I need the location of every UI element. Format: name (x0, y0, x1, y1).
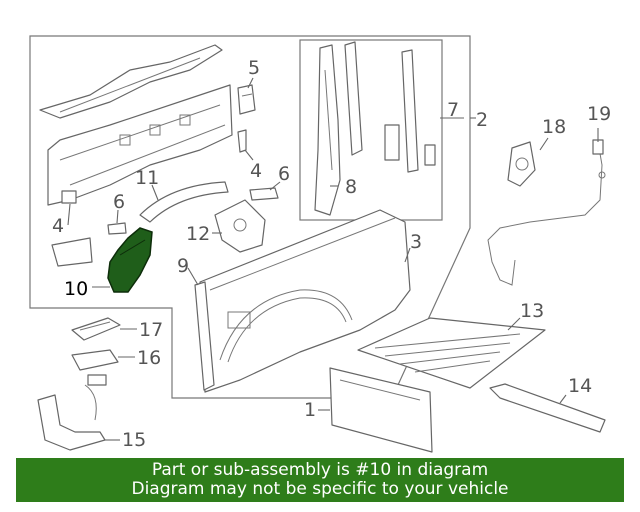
pillar-part-7a (344, 41, 363, 156)
cross-sill-part-14 (489, 383, 606, 433)
callout-17: 17 (139, 319, 163, 341)
callout-15: 15 (122, 429, 146, 451)
info-banner: Part or sub-assembly is #10 in diagram D… (16, 458, 624, 502)
step-part-16 (71, 349, 119, 386)
callout-6b: 6 (113, 191, 125, 213)
callout-13: 13 (520, 300, 544, 322)
lower-bracket-part (51, 237, 93, 267)
bracket-part-5 (237, 84, 256, 115)
pillar-part-9 (194, 281, 215, 391)
callout-7: 7 (447, 99, 459, 121)
callout-12: 12 (186, 223, 210, 245)
banner-line-1: Part or sub-assembly is #10 in diagram (151, 460, 489, 480)
banner-line-2: Diagram may not be specific to your vehi… (131, 479, 509, 499)
callout-4b: 4 (52, 215, 64, 237)
callout-2: 2 (476, 109, 488, 131)
lamp-part-18 (507, 141, 536, 187)
clip-part-4a (237, 129, 247, 153)
callout-19: 19 (587, 103, 611, 125)
callout-14: 14 (568, 375, 592, 397)
pillar-part-8 (314, 44, 341, 216)
pad-part-6a (249, 187, 279, 201)
harness-part-19 (487, 139, 606, 286)
callout-3: 3 (410, 231, 422, 253)
callout-5: 5 (248, 57, 260, 79)
box-side-panel-part-3 (199, 209, 411, 393)
callout-9: 9 (177, 255, 189, 277)
callout-6a: 6 (278, 163, 290, 185)
clip-part-4b (61, 190, 77, 204)
callout-18: 18 (542, 116, 566, 138)
bracket-part-12 (214, 199, 266, 253)
callout-11: 11 (135, 167, 159, 189)
step-pad-part-17 (71, 317, 121, 341)
callout-16: 16 (137, 347, 161, 369)
pillar-part-7b (384, 49, 436, 173)
floor-part-13 (357, 317, 546, 389)
callout-10: 10 (64, 278, 88, 300)
front-panel-part-1 (329, 367, 433, 453)
callout-8: 8 (345, 176, 357, 198)
inner-panel-part (39, 44, 233, 206)
callout-1: 1 (304, 399, 316, 421)
pad-part-6b (107, 222, 127, 235)
assembly-frame (29, 35, 471, 399)
callout-4a: 4 (250, 160, 262, 182)
bracket-part-15 (37, 384, 106, 451)
highlighted-part-10 (107, 227, 153, 293)
wheelhouse-strip-part-11 (139, 181, 229, 223)
